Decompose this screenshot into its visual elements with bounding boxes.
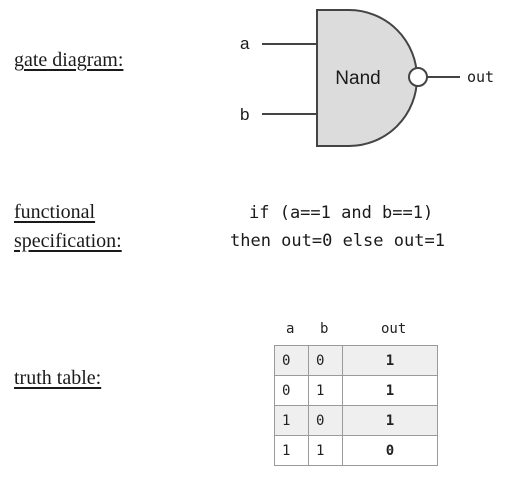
truth-table-block: a b out 0 0 1 0 1 1 1 0 1 [274,317,438,466]
functional-spec-label: functional specification: [14,198,122,256]
gate-diagram-label: gate diagram: [14,46,123,75]
header-b: b [320,321,329,337]
truth-table-label: truth table: [14,364,101,393]
truth-table-label-text: truth table: [14,367,102,389]
table-row: 0 1 1 [274,375,438,406]
gate-diagram-label-text: gate diagram: [14,49,124,71]
gate-name-label: Nand [335,68,380,89]
cell-b: 0 [308,345,343,376]
cell-a: 1 [274,435,309,466]
truth-table-header: a b out [274,317,438,345]
table-row: 0 0 1 [274,345,438,376]
table-row: 1 1 0 [274,435,438,466]
input-b-label: b [240,105,249,124]
cell-out: 1 [342,405,438,436]
truth-table: 0 0 1 0 1 1 1 0 1 1 1 0 [274,345,438,466]
spec-line-condition: if (a==1 and b==1) [249,203,434,223]
header-out: out [381,321,407,337]
cell-a: 0 [274,345,309,376]
cell-b: 1 [308,435,343,466]
table-row: 1 0 1 [274,405,438,436]
cell-a: 1 [274,405,309,436]
cell-out: 0 [342,435,438,466]
output-label: out [467,68,494,86]
header-a: a [286,321,295,337]
cell-out: 1 [342,345,438,376]
functional-spec-label-line2: specification: [14,230,122,252]
functional-spec-label-line1: functional [14,201,96,223]
cell-b: 1 [308,375,343,406]
functional-spec-code: if (a==1 and b==1) then out=0 else out=1 [230,199,520,255]
cell-b: 0 [308,405,343,436]
input-a-label: a [240,34,250,53]
inversion-bubble [408,67,428,87]
cell-a: 0 [274,375,309,406]
cell-out: 1 [342,375,438,406]
spec-line-result: then out=0 else out=1 [230,231,445,251]
nand-gate-diagram: a b Nand out [240,9,494,147]
